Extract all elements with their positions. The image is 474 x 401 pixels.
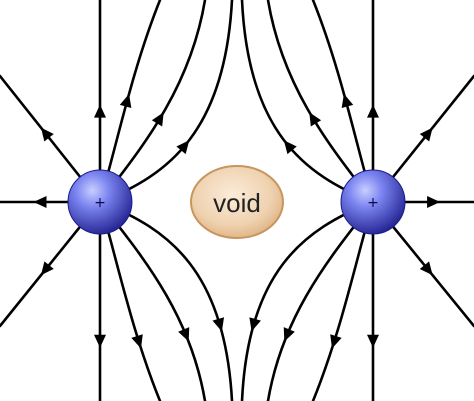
field-line-14 — [98, 200, 207, 401]
positive-charge-right: + — [340, 169, 406, 235]
charge-sphere-left — [67, 169, 133, 235]
field-arrow — [119, 93, 132, 109]
field-arrow — [40, 127, 54, 142]
field-arrow — [33, 196, 47, 208]
void-region: void — [190, 165, 284, 239]
field-line-17 — [266, 0, 375, 204]
field-line-20 — [266, 200, 375, 401]
charge-sphere-right — [340, 169, 406, 235]
field-line-11 — [98, 0, 207, 204]
field-arrow — [212, 317, 225, 332]
field-arrow — [427, 196, 441, 208]
field-arrow — [419, 127, 433, 142]
field-arrow — [283, 327, 295, 342]
field-arrow — [309, 112, 322, 127]
field-arrow — [367, 104, 379, 118]
charge-sign-right: + — [367, 195, 379, 211]
field-arrow — [94, 104, 107, 118]
positive-charge-left: + — [67, 169, 133, 235]
field-arrow — [40, 261, 54, 276]
field-arrow — [249, 317, 261, 332]
field-arrow — [283, 140, 297, 155]
void-label: void — [213, 188, 261, 218]
field-arrow — [367, 334, 379, 348]
void-ellipse — [190, 165, 284, 239]
field-arrow — [419, 261, 433, 276]
field-arrow — [151, 112, 164, 127]
field-arrow — [131, 334, 143, 349]
field-arrow — [178, 327, 190, 342]
charges: + + — [67, 169, 406, 235]
field-arrow — [341, 93, 354, 109]
field-arrow — [176, 140, 190, 155]
field-arrow — [330, 334, 342, 349]
field-arrow — [94, 334, 106, 348]
charge-sign-left: + — [94, 195, 106, 211]
